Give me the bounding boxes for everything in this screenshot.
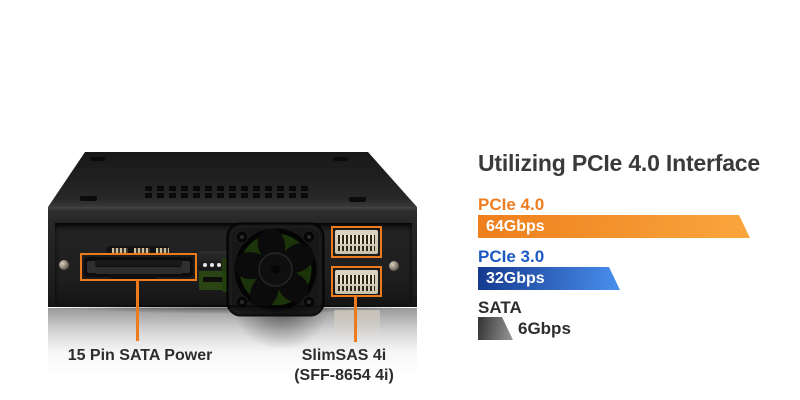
sata-contact-group	[156, 248, 169, 253]
screw-left	[59, 260, 69, 270]
top-panel-slot	[349, 197, 366, 202]
sata-connector-notch	[110, 274, 156, 279]
bar-sata	[478, 317, 513, 340]
top-panel-slot	[80, 196, 97, 201]
bandwidth-chart: Utilizing PCIe 4.0 Interface PCIe 4.0 64…	[478, 150, 800, 350]
slimsas-label: SlimSAS 4i (SFF-8654 4i)	[264, 346, 424, 386]
sata-connector-blade	[95, 267, 182, 274]
vent-slots-row-2	[145, 193, 308, 198]
cooling-fan	[226, 222, 325, 317]
top-panel-slot	[333, 157, 348, 161]
vent-slots-row-1	[145, 186, 308, 191]
sata-callout-line	[136, 281, 139, 341]
slimsas-label-line2: (SFF-8654 4i)	[294, 367, 394, 384]
sata-contact-group	[134, 248, 150, 253]
fan-header-pcb-slot	[203, 277, 223, 282]
bar-label-pcie4: PCIe 4.0	[478, 195, 545, 214]
bar-pcie4: 64Gbps	[478, 215, 750, 238]
bar-label-sata: SATA	[478, 298, 522, 317]
sata-connector-end	[181, 261, 190, 273]
sata-connector-end	[87, 261, 96, 273]
slimsas-callout-line	[354, 297, 357, 342]
fan-header-pin	[210, 263, 214, 267]
fan-reflection	[233, 308, 330, 350]
bar-pcie3: 32Gbps	[478, 267, 620, 290]
bar-value-pcie4: 64Gbps	[486, 218, 545, 235]
sata-power-label: 15 Pin SATA Power	[67, 347, 213, 364]
slimsas-label-line1: SlimSAS 4i	[301, 347, 387, 364]
slimsas-port-1	[335, 230, 378, 254]
pcb-edge	[222, 258, 228, 292]
sata-connector-slot	[95, 260, 182, 266]
bar-value-pcie3: 32Gbps	[486, 270, 545, 287]
fan-header-pin	[217, 263, 221, 267]
slimsas-port-2	[335, 270, 378, 294]
slimsas-reflection	[334, 310, 380, 340]
screw-right	[389, 261, 399, 271]
chart-title: Utilizing PCIe 4.0 Interface	[478, 150, 760, 176]
top-panel-slot	[90, 157, 105, 161]
fan-header-pin	[203, 263, 207, 267]
bar-value-sata: 6Gbps	[518, 319, 571, 338]
bar-label-pcie3: PCIe 3.0	[478, 247, 545, 266]
sata-contact-group	[112, 248, 128, 253]
